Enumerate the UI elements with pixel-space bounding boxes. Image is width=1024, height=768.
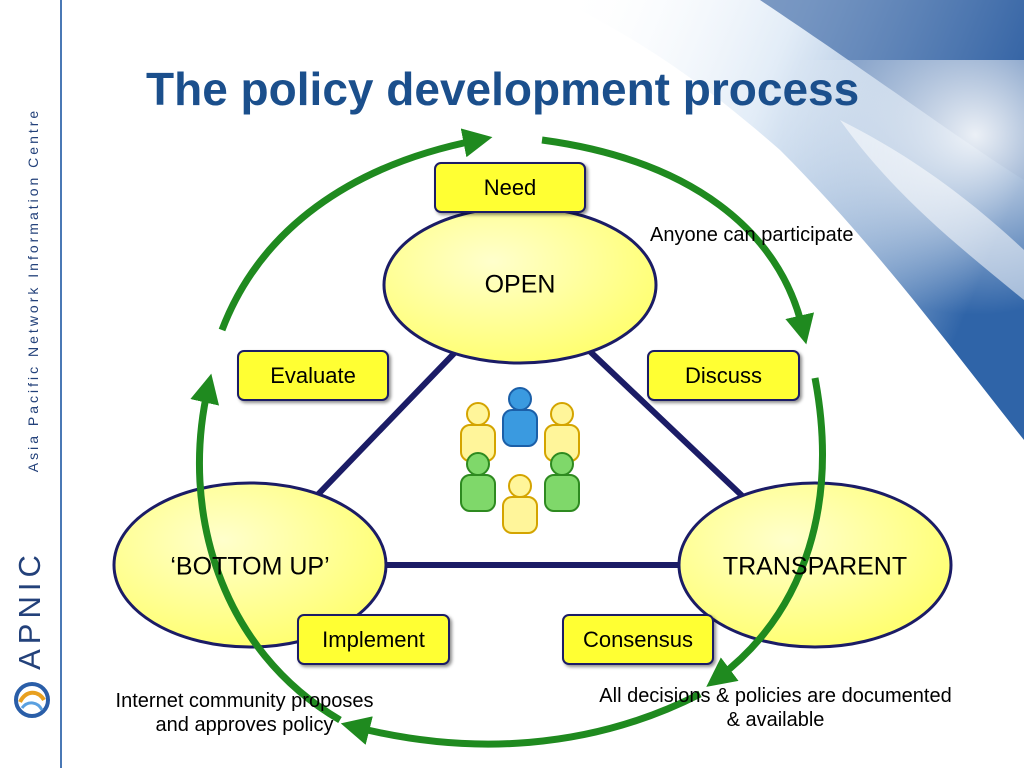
note-documented: All decisions & policies are documented … <box>548 684 1003 733</box>
step-discuss: Discuss <box>647 350 800 401</box>
arrow-need-to-discuss <box>541 136 815 345</box>
note-participate: Anyone can participate <box>650 224 854 246</box>
step-evaluate: Evaluate <box>237 350 389 401</box>
note-community: Internet community proposes and approves… <box>72 689 417 738</box>
arrow-implement-to-evaluate <box>190 373 342 724</box>
transparent-label: TRANSPARENT <box>722 552 908 581</box>
sidebar-divider <box>60 0 62 768</box>
note-documented-line2: & available <box>726 709 825 732</box>
step-consensus: Consensus <box>562 614 714 665</box>
bottom-up-ellipse <box>112 481 388 649</box>
step-need: Need <box>434 162 586 213</box>
note-community-line2: and approves policy <box>155 714 334 737</box>
arrow-consensus-to-implement <box>340 690 702 748</box>
apnic-logo-icon <box>14 682 50 718</box>
open-label: OPEN <box>484 270 556 299</box>
bottom-up-label: ‘BOTTOM UP’ <box>170 552 330 581</box>
arrow-discuss-to-consensus <box>706 377 826 687</box>
slide-title: The policy development process <box>146 63 860 115</box>
arrow-evaluate-to-need <box>218 128 493 332</box>
note-community-line1: Internet community proposes <box>115 690 374 712</box>
note-documented-line1: All decisions & policies are documented <box>599 685 952 707</box>
step-implement: Implement <box>297 614 450 665</box>
transparent-ellipse <box>677 481 953 649</box>
community-people-icon <box>460 387 580 534</box>
